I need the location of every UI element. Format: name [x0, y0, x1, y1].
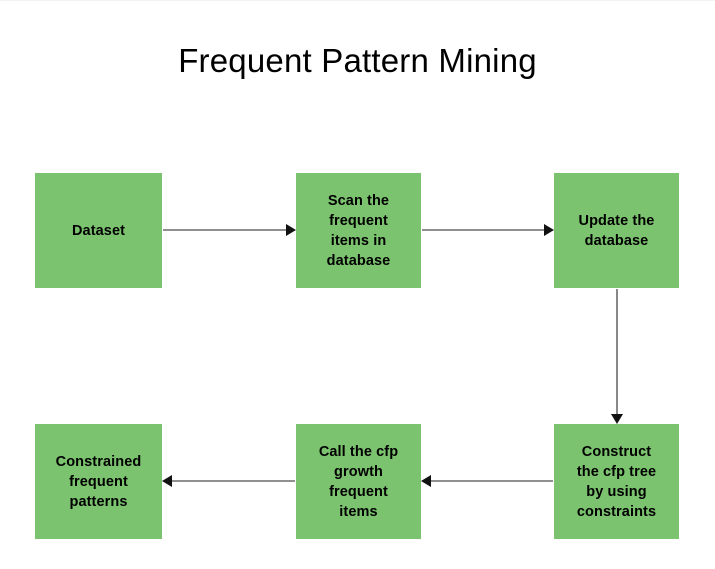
flowchart-node-construct-cfp-tree[interactable]: Construct the cfp tree by using constrai…: [554, 424, 679, 539]
arrow-scan-to-update-icon: [422, 224, 554, 236]
flowchart-node-scan-frequent-items[interactable]: Scan the frequent items in database: [296, 173, 421, 288]
node-label: Construct the cfp tree by using constrai…: [576, 443, 657, 520]
node-label: Update the database: [578, 212, 655, 249]
node-label: Scan the frequent items in database: [326, 192, 391, 269]
flowchart-node-update-database[interactable]: Update the database: [554, 173, 679, 288]
node-label: Call the cfp growth frequent items: [318, 443, 399, 520]
arrow-update-to-construct-icon: [611, 289, 623, 424]
flowchart-node-dataset[interactable]: Dataset: [35, 173, 162, 288]
node-label: Constrained frequent patterns: [55, 453, 142, 510]
flowchart-node-constrained-frequent-patterns[interactable]: Constrained frequent patterns: [35, 424, 162, 539]
page-title: Frequent Pattern Mining: [178, 42, 537, 79]
arrow-dataset-to-scan-icon: [163, 224, 296, 236]
flowchart-node-call-cfp-growth[interactable]: Call the cfp growth frequent items: [296, 424, 421, 539]
arrow-construct-to-call-icon: [421, 475, 553, 487]
node-label: Dataset: [71, 222, 126, 239]
arrow-call-to-constrained-icon: [162, 475, 295, 487]
